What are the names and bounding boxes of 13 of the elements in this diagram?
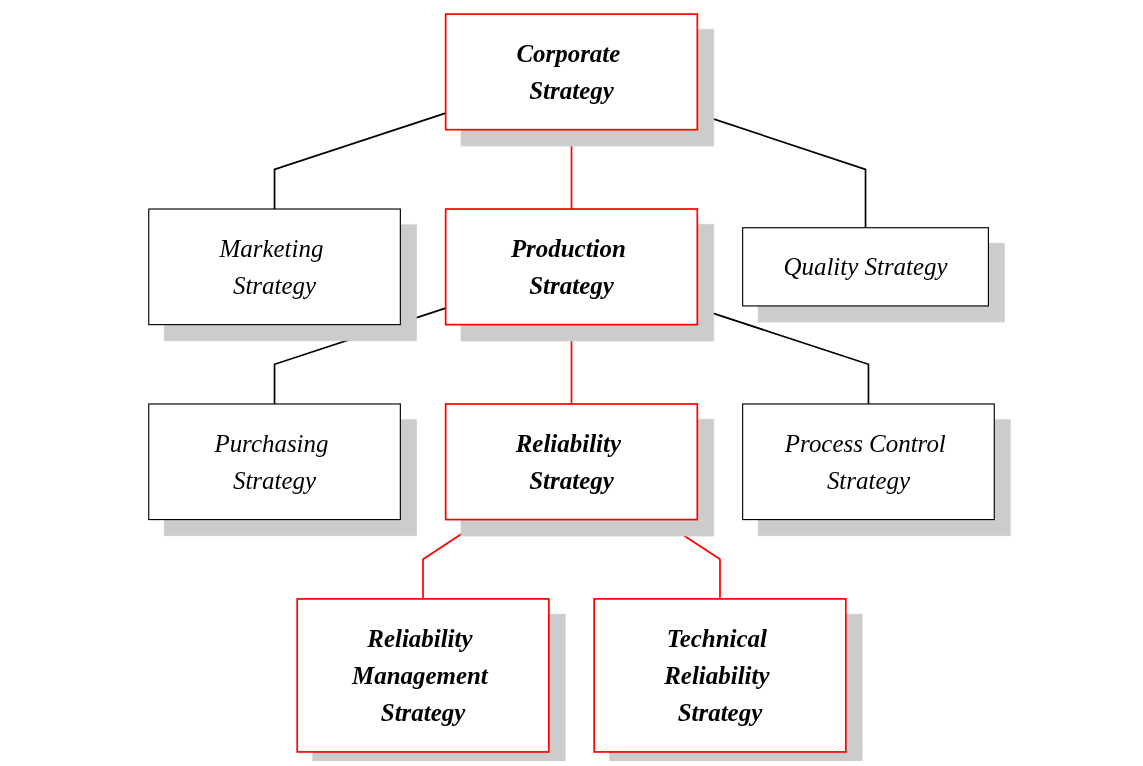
node-box: Corporate Strategy bbox=[444, 13, 699, 131]
node-box: Process Control Strategy bbox=[742, 403, 995, 521]
node-box: Reliability Strategy bbox=[444, 403, 699, 521]
node-box: Reliability Management Strategy bbox=[296, 598, 550, 753]
node-box: Purchasing Strategy bbox=[148, 403, 401, 521]
node-box: Marketing Strategy bbox=[148, 208, 401, 326]
connector bbox=[570, 323, 573, 405]
connector bbox=[570, 128, 573, 210]
node-box: Quality Strategy bbox=[742, 227, 989, 307]
node-box: Technical Reliability Strategy bbox=[593, 598, 847, 753]
connector bbox=[658, 518, 721, 600]
node-box: Production Strategy bbox=[444, 208, 699, 326]
connector bbox=[422, 518, 485, 600]
